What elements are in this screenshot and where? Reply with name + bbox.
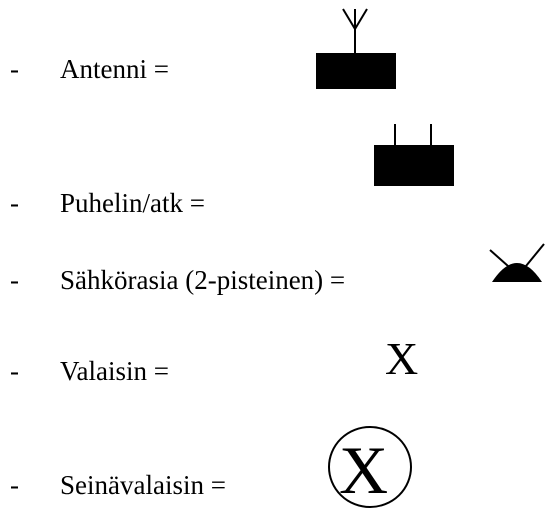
legend-bullet: - bbox=[10, 470, 19, 500]
legend-label-electrical-socket: Sähkörasia (2-pisteinen) = bbox=[60, 265, 346, 295]
legend-label-light-fixture: Valaisin = bbox=[60, 356, 169, 386]
legend-label-wall-light: Seinävalaisin = bbox=[60, 470, 226, 500]
antenna-symbol-icon bbox=[316, 8, 396, 89]
light-fixture-symbol-icon: X bbox=[385, 333, 419, 384]
legend-bullet: - bbox=[10, 188, 19, 218]
electrical-socket-symbol-icon bbox=[489, 243, 545, 282]
legend-label-antenna: Antenni = bbox=[60, 54, 169, 84]
legend-bullet: - bbox=[10, 54, 19, 84]
wall-light-circle-icon bbox=[328, 426, 412, 508]
legend-label-phone-data: Puhelin/atk = bbox=[60, 188, 205, 218]
legend-bullet: - bbox=[10, 356, 19, 386]
wall-light-x-glyph: X bbox=[339, 432, 389, 508]
wall-light-symbol-icon: X bbox=[326, 424, 414, 516]
legend-bullet: - bbox=[10, 265, 19, 295]
phone-data-outlet-symbol-icon bbox=[374, 124, 454, 186]
